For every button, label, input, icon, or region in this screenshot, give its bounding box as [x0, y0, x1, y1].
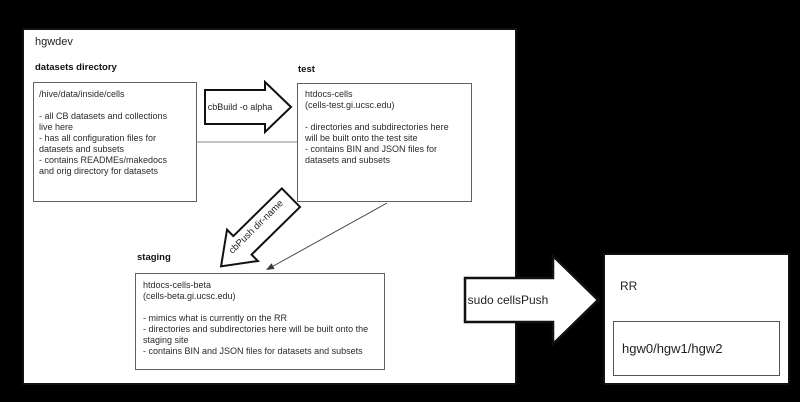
test-to-staging-arrow-line [267, 202, 388, 270]
test-box: htdocs-cells (cells-test.gi.ucsc.edu) - … [297, 83, 472, 202]
hgwdev-title: hgwdev [35, 36, 73, 48]
rr-servers-box: hgw0/hgw1/hgw2 [613, 321, 780, 376]
staging-box: htdocs-cells-beta (cells-beta.gi.ucsc.ed… [135, 273, 385, 370]
cbbuild-arrow-icon [204, 79, 293, 135]
cellspush-arrow-label: sudo cellsPush [468, 293, 549, 307]
datasets-directory-box: /hive/data/inside/cells - all CB dataset… [33, 82, 197, 202]
test-label: test [298, 64, 315, 75]
cellspush-arrow-icon [463, 253, 600, 347]
rr-title: RR [620, 279, 638, 293]
test-to-staging-arrowhead-icon [266, 263, 275, 270]
cbbuild-arrow-label: cbBuild -o alpha [208, 102, 273, 112]
staging-label: staging [137, 252, 171, 263]
cbpush-arrow-icon [219, 186, 302, 268]
datasets-directory-label: datasets directory [35, 62, 117, 73]
